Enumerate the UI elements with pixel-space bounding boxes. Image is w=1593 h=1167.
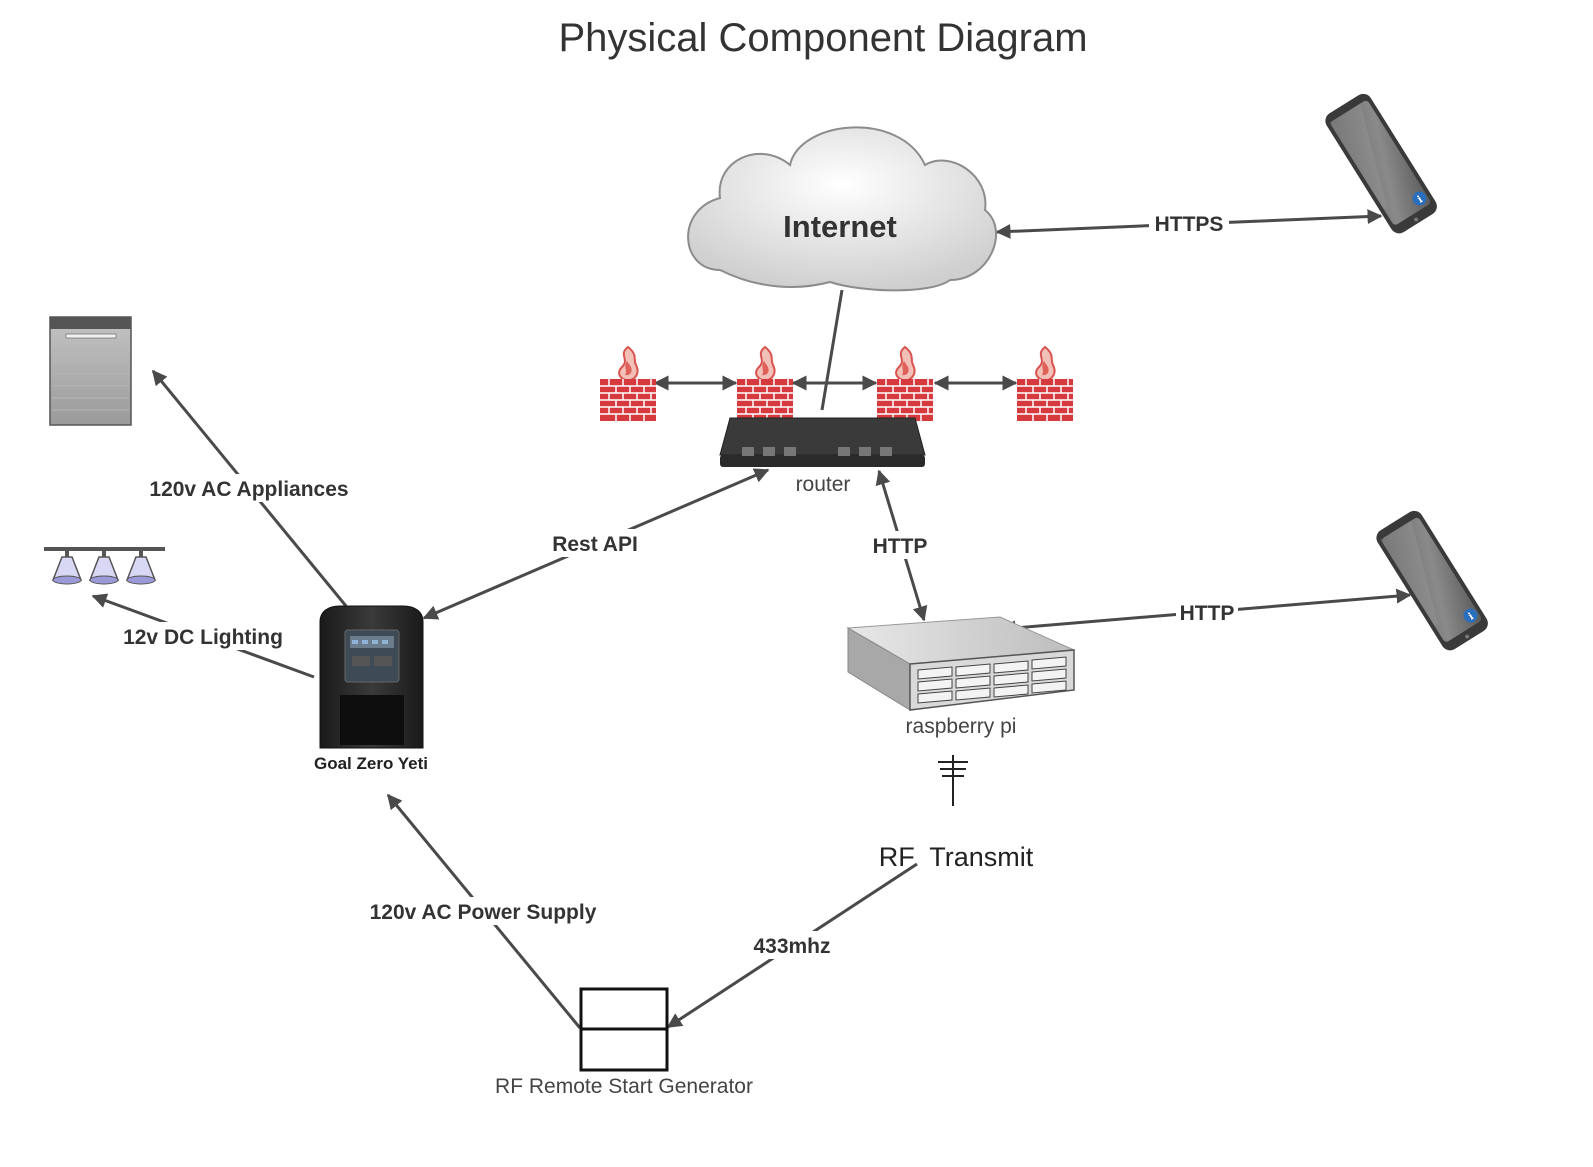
cloud-icon (687, 126, 997, 292)
label-433mhz: 433mhz (753, 935, 830, 958)
label-https: HTTPS (1155, 213, 1224, 236)
label-rest-api: Rest API (552, 533, 638, 556)
firewall-icon (599, 346, 657, 422)
svg-text:i: i (1416, 194, 1425, 205)
label-appliances: 120v AC Appliances (149, 478, 348, 501)
label-http-router-pi: HTTP (873, 535, 928, 558)
generator-label: RF Remote Start Generator (495, 1075, 753, 1098)
smartphone-icon[interactable]: i (1373, 507, 1492, 654)
svg-text:i: i (1467, 611, 1476, 622)
firewall-icon (876, 346, 934, 422)
label-power-supply: 120v AC Power Supply (370, 901, 597, 924)
router-label: router (796, 473, 851, 496)
appliance-icon (49, 316, 132, 426)
light-fixture-icon (44, 547, 165, 585)
rf-transmit-label: RF Transmit (879, 842, 1034, 872)
label-http-pi-phone: HTTP (1180, 602, 1235, 625)
internet-label: Internet (783, 209, 897, 244)
server-icon (846, 616, 1075, 711)
antenna-icon (938, 755, 968, 806)
router-icon (719, 417, 926, 467)
firewall-icon (1016, 346, 1074, 422)
battery-icon (319, 605, 424, 749)
smartphone-icon[interactable]: i (1322, 90, 1441, 237)
raspberry-pi-label: raspberry pi (906, 715, 1017, 738)
firewall-icon (736, 346, 794, 422)
generator-icon (579, 987, 669, 1072)
diagram-title: Physical Component Diagram (558, 16, 1087, 60)
label-lighting: 12v DC Lighting (123, 626, 283, 649)
edge-internet-router (820, 289, 844, 411)
yeti-label: Goal Zero Yeti (314, 754, 428, 773)
